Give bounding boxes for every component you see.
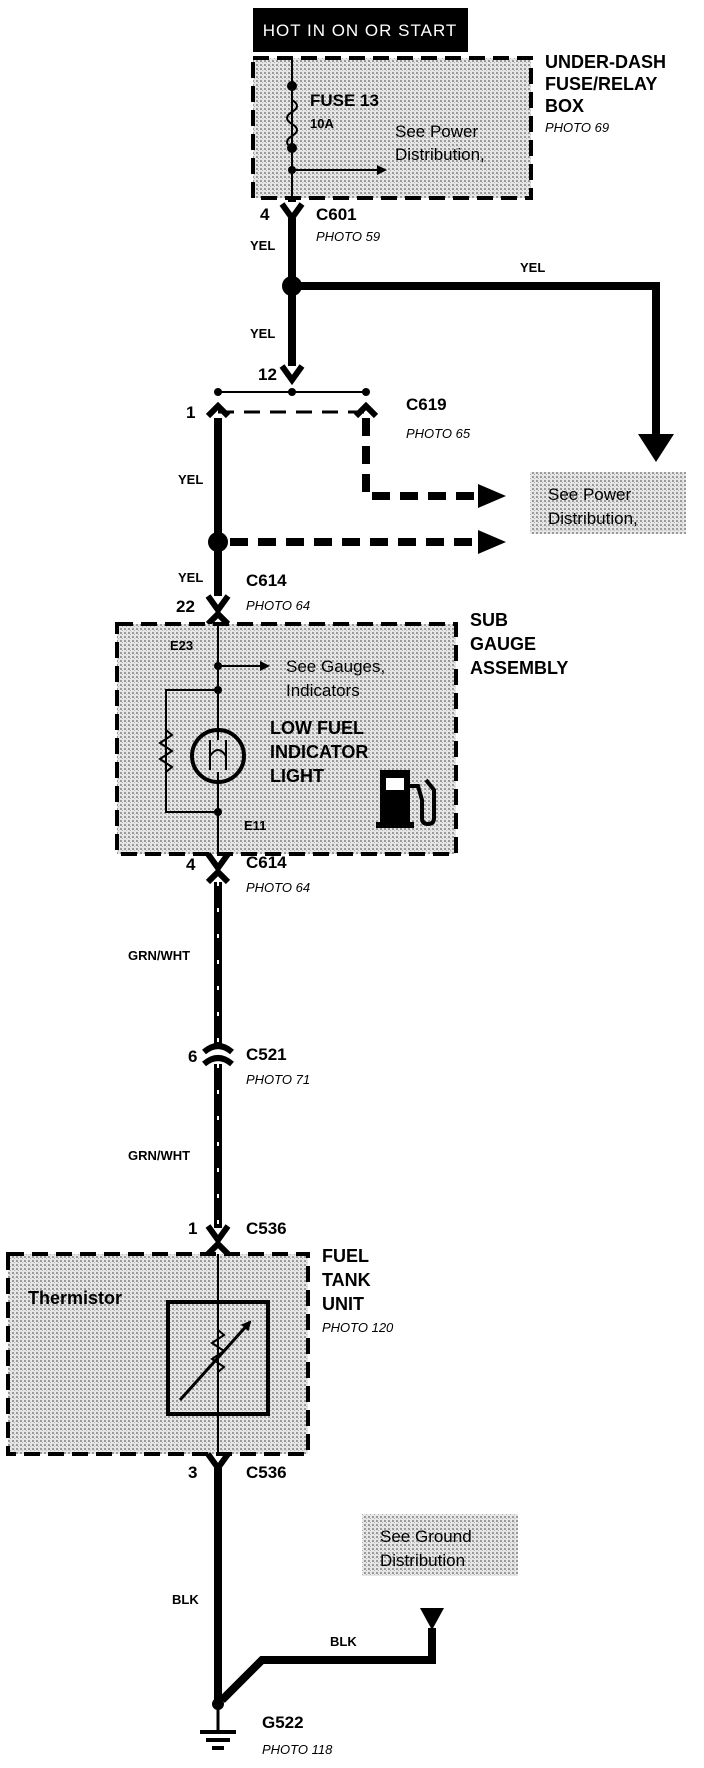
c536-bottom-connector: 3 C536 [188, 1452, 287, 1482]
blk-label-2: BLK [330, 1634, 357, 1649]
fuel-tank-title-line1: FUEL [322, 1246, 369, 1266]
sub-gauge-title-line1: SUB [470, 610, 508, 630]
light-label-line2: INDICATOR [270, 742, 368, 762]
fuel-tank-photo: PHOTO 120 [322, 1320, 394, 1335]
fuse-box-photo: PHOTO 69 [545, 120, 609, 135]
fuse-name: FUSE 13 [310, 91, 379, 110]
yel-arrow-down [638, 434, 674, 462]
c536-bottom-name: C536 [246, 1463, 287, 1482]
c521-name: C521 [246, 1045, 287, 1064]
yel-label-1: YEL [250, 238, 275, 253]
power-ref-line2: Distribution, [548, 509, 638, 528]
grnwht-label-1: GRN/WHT [128, 948, 190, 963]
fuse-box-power-ref-line1: See Power [395, 122, 478, 141]
fuse-box-power-ref-line2: Distribution, [395, 145, 485, 164]
yel-wire-upper [282, 198, 674, 462]
gauges-ref-line2: Indicators [286, 681, 360, 700]
c614-bottom-name: C614 [246, 853, 287, 872]
splice-yel-lower [208, 532, 228, 552]
terminal-e11: E11 [244, 818, 266, 833]
banner-label: HOT IN ON OR START [263, 21, 458, 40]
fuse-13-symbol [286, 99, 298, 149]
c536-top-connector: 1 C536 [188, 1219, 287, 1257]
ground-icon [200, 1698, 236, 1750]
yel-label-4: YEL [178, 472, 203, 487]
under-dash-fuse-relay-box: FUSE 13 10A See Power Distribution, [251, 56, 533, 200]
fuel-pump-icon [376, 770, 436, 828]
power-distribution-reference: See Power Distribution, [530, 472, 686, 534]
blk-label-1: BLK [172, 1592, 199, 1607]
fuse-rating: 10A [310, 116, 334, 131]
low-fuel-indicator-bulb-icon [190, 704, 246, 812]
power-ref-line1: See Power [548, 485, 631, 504]
ground-distribution-reference: See Ground Distribution [362, 1514, 518, 1576]
c614-top-connector: 22 C614 PHOTO 64 [176, 571, 310, 627]
c536-top-pin: 1 [188, 1219, 197, 1238]
ground-ref-line2: Distribution [380, 1551, 465, 1570]
c536-bottom-pin: 3 [188, 1463, 197, 1482]
c601-pin: 4 [260, 205, 270, 224]
fuse-box-title-line2: FUSE/RELAY [545, 74, 657, 94]
power-dist-branches [208, 418, 506, 596]
sub-gauge-title-line3: ASSEMBLY [470, 658, 568, 678]
c619-pin-left: 1 [186, 403, 195, 422]
light-label-line3: LIGHT [270, 766, 324, 786]
c619-connector: 12 1 C619 PHOTO 65 [186, 364, 471, 441]
thermistor-label: Thermistor [28, 1288, 122, 1308]
sub-gauge-assembly: E23 See Gauges, Indicators E11 LOW FUEL … [115, 622, 458, 856]
c614-top-name: C614 [246, 571, 287, 590]
gauges-ref-line1: See Gauges, [286, 657, 385, 676]
grnwht-label-2: GRN/WHT [128, 1148, 190, 1163]
fuel-tank-unit: Thermistor [6, 1252, 310, 1456]
resistor-symbol [158, 729, 174, 773]
c521-photo: PHOTO 71 [246, 1072, 310, 1087]
sub-gauge-title-line2: GAUGE [470, 634, 536, 654]
fuse-box-title-line3: BOX [545, 96, 584, 116]
terminal-e23: E23 [170, 638, 193, 653]
c614-top-pin: 22 [176, 597, 195, 616]
c614-bottom-connector: 4 C614 PHOTO 64 [186, 852, 310, 895]
yel-label-3: YEL [520, 260, 545, 275]
c601-connector: 4 C601 PHOTO 59 [260, 202, 380, 244]
yel-label-2: YEL [250, 326, 275, 341]
c619-photo: PHOTO 65 [406, 426, 471, 441]
grn-wht-wire [202, 882, 234, 1228]
c614-bottom-pin: 4 [186, 855, 196, 874]
c601-name: C601 [316, 205, 357, 224]
fuel-tank-title-line3: UNIT [322, 1294, 364, 1314]
c601-photo: PHOTO 59 [316, 229, 380, 244]
blk-wire [214, 1468, 444, 1703]
g522-photo: PHOTO 118 [262, 1742, 333, 1757]
c536-top-name: C536 [246, 1219, 287, 1238]
hot-in-on-or-start-banner: HOT IN ON OR START [253, 8, 468, 52]
fuse-box-title-line1: UNDER-DASH [545, 52, 666, 72]
c614-bottom-photo: PHOTO 64 [246, 880, 310, 895]
c619-name: C619 [406, 395, 447, 414]
light-label-line1: LOW FUEL [270, 718, 364, 738]
c619-pin-top: 12 [258, 365, 277, 384]
g522-name: G522 [262, 1713, 304, 1732]
c614-top-photo: PHOTO 64 [246, 598, 310, 613]
fuel-tank-title-line2: TANK [322, 1270, 371, 1290]
ground-ref-line1: See Ground [380, 1527, 472, 1546]
blk-connector-arrow [420, 1608, 444, 1630]
yel-label-5: YEL [178, 570, 203, 585]
c521-pin: 6 [188, 1047, 197, 1066]
